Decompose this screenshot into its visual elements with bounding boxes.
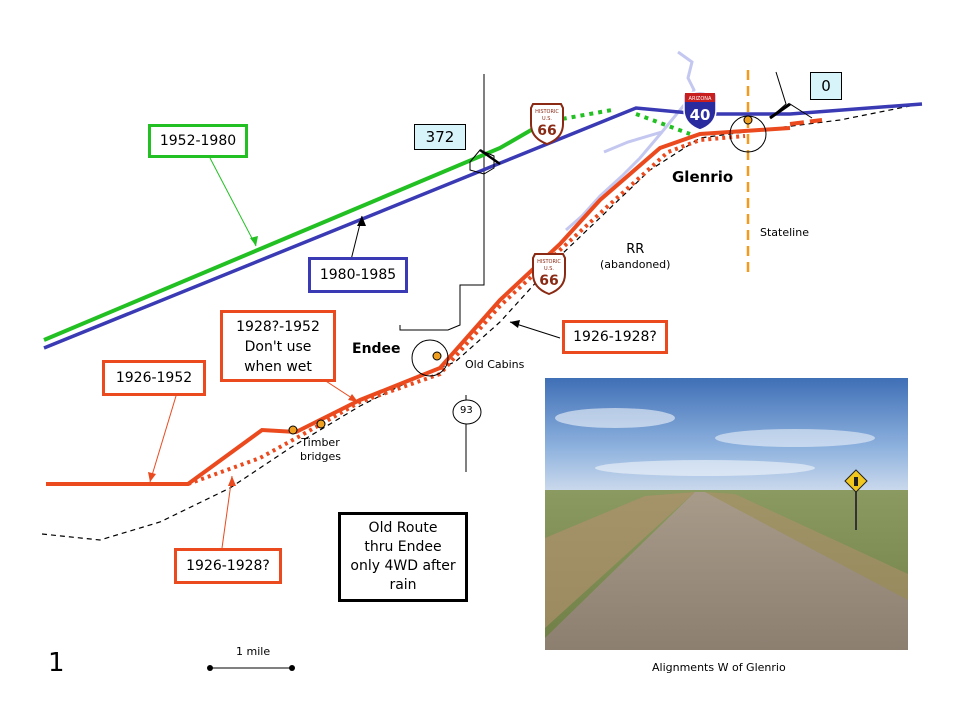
shield-text: ARIZONA (689, 96, 712, 102)
shield-text: HISTORIC (535, 109, 559, 115)
north-county-road (399, 74, 485, 331)
overpass-372 (479, 148, 501, 166)
railroad-label: RR (abandoned) (600, 242, 670, 272)
scale-label: 1 mile (236, 645, 271, 658)
road-photo-drawing (545, 378, 908, 650)
note-line: Old Route (368, 520, 438, 536)
i40-shield: ARIZONA 40 (683, 91, 717, 131)
alignment-1926-1928-dotted (187, 134, 746, 486)
label-line: Don't use (244, 339, 312, 355)
old-route-note: Old Route thru Endee only 4WD after rain (338, 512, 468, 602)
exit-0-marker: 0 (810, 72, 842, 100)
leader-arrow (357, 216, 366, 226)
railroad-line: (abandoned) (600, 258, 671, 271)
leader-1952-1980 (209, 157, 257, 247)
alignment-1952-1980-dotted-east (635, 112, 691, 136)
alignment-1926-1952 (46, 126, 791, 486)
road-photo (545, 378, 908, 650)
note-line: rain (389, 577, 417, 593)
label-1952-1980: 1952-1980 (148, 124, 248, 158)
label-1980-1985: 1980-1985 (308, 257, 408, 293)
note-line: thru Endee (364, 539, 442, 555)
leader-1926-1952 (149, 395, 177, 483)
page-number: 1 (48, 648, 65, 678)
shield-text: HISTORIC (537, 259, 561, 265)
bridge-dot (316, 419, 326, 429)
alignment-1952-1980 (43, 120, 547, 342)
label-line: when wet (244, 359, 312, 375)
label-line: 1928?-1952 (236, 319, 320, 335)
exit-372-marker: 372 (414, 124, 466, 150)
leader-arrow (510, 320, 520, 328)
creek-branch (565, 131, 664, 232)
old-cabins-label: Old Cabins (465, 358, 525, 371)
endee-dot (432, 351, 442, 361)
timber-bridges-line: Timber (301, 436, 340, 449)
timber-bridges-label: Timber bridges (300, 436, 341, 464)
shield-text: U.S. (542, 116, 552, 122)
leader-arrow (148, 472, 156, 482)
us66-shield-bottom: HISTORIC U.S. 66 (532, 253, 566, 296)
town-endee: Endee (352, 341, 401, 357)
label-1926-1928-west: 1926-1928? (174, 548, 282, 584)
alignment-red-dash-east (789, 118, 823, 126)
bridge-dot (288, 425, 298, 435)
scale-bar-end (207, 665, 213, 671)
leader-1926-1928-west (221, 475, 233, 549)
leader-arrow (228, 476, 236, 486)
town-glenrio: Glenrio (672, 168, 734, 186)
shield-number: 66 (539, 273, 558, 289)
endee-circle (411, 339, 449, 377)
label-1926-1928-east: 1926-1928? (562, 320, 668, 354)
leader-arrow (348, 394, 358, 402)
scale-bar-end (289, 665, 295, 671)
creek-line (603, 50, 696, 154)
stateline-label: Stateline (760, 226, 809, 239)
shield-text: U.S. (544, 266, 554, 272)
shield-number: 66 (537, 123, 556, 139)
overpass-0 (769, 102, 791, 120)
route-93-marker (452, 399, 482, 425)
map-caption: Alignments W of Glenrio (652, 661, 786, 674)
us66-shield-top: HISTORIC U.S. 66 (530, 103, 564, 146)
label-1926-1952: 1926-1952 (102, 360, 206, 396)
route-93-label: 93 (460, 405, 473, 416)
leader-arrow (250, 236, 258, 246)
shield-number: 40 (690, 106, 711, 124)
note-line: only 4WD after (350, 558, 456, 574)
timber-bridges-line: bridges (300, 450, 342, 463)
railroad-line: RR (626, 242, 645, 257)
label-1928-1952: 1928?-1952 Don't use when wet (220, 310, 336, 382)
glenrio-dot (743, 115, 753, 125)
